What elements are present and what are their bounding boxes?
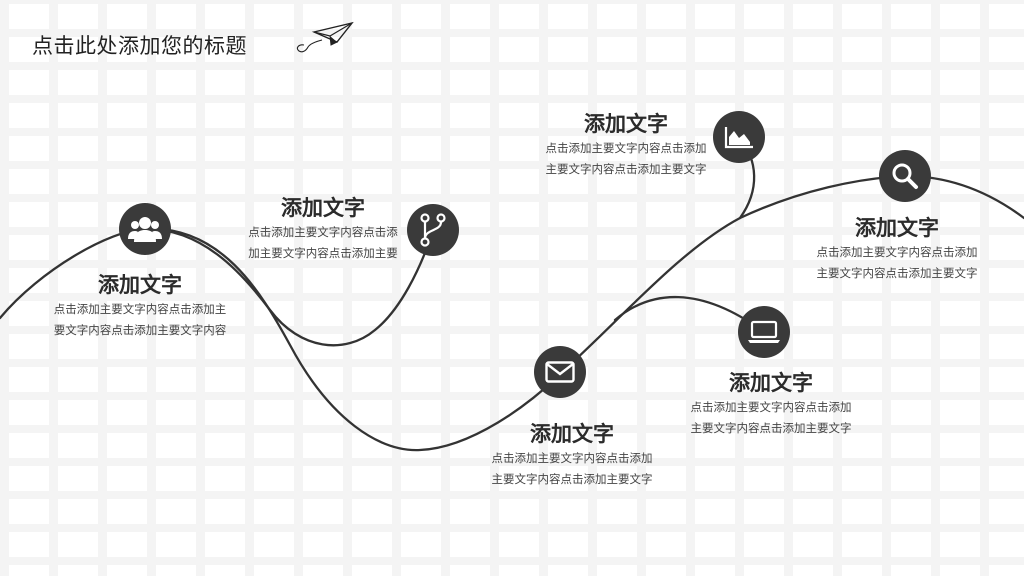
step-3-heading: 添加文字: [530, 422, 614, 446]
step-4-heading: 添加文字: [584, 112, 668, 136]
step-1-body-line2: 要文字内容点击添加主要文字内容: [53, 323, 227, 337]
step-6-node: [879, 150, 931, 202]
step-6-text: 添加文字 点击添加主要文字内容点击添加 主要文字内容点击添加主要文字: [797, 214, 997, 284]
paper-plane-icon: [296, 21, 354, 53]
step-3-text: 添加文字 点击添加主要文字内容点击添加 主要文字内容点击添加主要文字: [472, 420, 672, 490]
step-4-body-line2: 主要文字内容点击添加主要文字: [545, 162, 707, 176]
step-4-body-line1: 点击添加主要文字内容点击添加: [545, 141, 707, 155]
step-2-body-line2: 加主要文字内容点击添加主要: [248, 246, 398, 260]
step-1-node: [119, 203, 171, 255]
search-icon: [892, 163, 918, 189]
step-1-body-line1: 点击添加主要文字内容点击添加主: [53, 302, 227, 316]
step-2-body-line1: 点击添加主要文字内容点击添: [248, 225, 398, 239]
step-5-heading: 添加文字: [729, 371, 813, 395]
step-3-body-line1: 点击添加主要文字内容点击添加: [491, 451, 653, 465]
users-icon: [128, 217, 162, 242]
step-4-node: [713, 111, 765, 163]
mail-icon: [545, 361, 575, 383]
laptop-icon: [748, 320, 780, 343]
step-5-body-line1: 点击添加主要文字内容点击添加: [690, 400, 852, 414]
step-3-node: [534, 346, 586, 398]
page-title: 点击此处添加您的标题: [32, 34, 247, 58]
step-2-node: [407, 204, 459, 256]
area-chart-icon: [724, 127, 753, 149]
step-2-heading: 添加文字: [281, 196, 365, 220]
step-1-text: 添加文字 点击添加主要文字内容点击添加主 要文字内容点击添加主要文字内容: [42, 271, 238, 341]
step-6-heading: 添加文字: [855, 216, 939, 240]
step-4-text: 添加文字 点击添加主要文字内容点击添加 主要文字内容点击添加主要文字: [526, 110, 726, 180]
branch-icon: [420, 213, 446, 247]
step-5-node: [738, 306, 790, 358]
step-3-body-line2: 主要文字内容点击添加主要文字: [491, 472, 653, 486]
step-1-heading: 添加文字: [98, 273, 182, 297]
step-5-text: 添加文字 点击添加主要文字内容点击添加 主要文字内容点击添加主要文字: [671, 369, 871, 439]
step-5-body-line2: 主要文字内容点击添加主要文字: [690, 421, 852, 435]
step-6-body-line1: 点击添加主要文字内容点击添加: [816, 245, 978, 259]
step-2-text: 添加文字 点击添加主要文字内容点击添 加主要文字内容点击添加主要: [232, 194, 414, 264]
step-6-body-line2: 主要文字内容点击添加主要文字: [816, 266, 978, 280]
